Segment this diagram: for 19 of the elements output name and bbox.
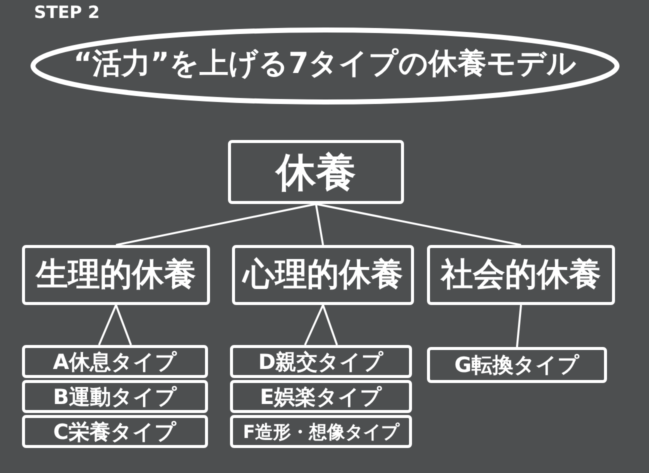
connector-line	[98, 304, 132, 346]
type-box: C栄養タイプ	[22, 415, 208, 448]
step-label: STEP 2	[34, 3, 100, 23]
connector-line	[516, 304, 522, 348]
type-box: A休息タイプ	[22, 345, 208, 378]
type-box: B運動タイプ	[22, 380, 208, 413]
root-box: 休養	[228, 140, 404, 204]
category-box: 心理的休養	[232, 245, 414, 305]
connector-line	[304, 304, 338, 346]
type-box: D親交タイプ	[230, 345, 412, 378]
type-box: G転換タイプ	[427, 347, 607, 383]
type-box: E娯楽タイプ	[230, 380, 412, 413]
category-box: 生理的休養	[22, 245, 210, 305]
title: “活力”を上げる7タイプの休養モデル	[73, 46, 577, 80]
type-box: F造形・想像タイプ	[230, 415, 412, 448]
connector-line	[316, 203, 522, 246]
connector-line	[116, 203, 316, 246]
connector-line	[315, 204, 324, 246]
category-box: 社会的休養	[427, 245, 615, 305]
